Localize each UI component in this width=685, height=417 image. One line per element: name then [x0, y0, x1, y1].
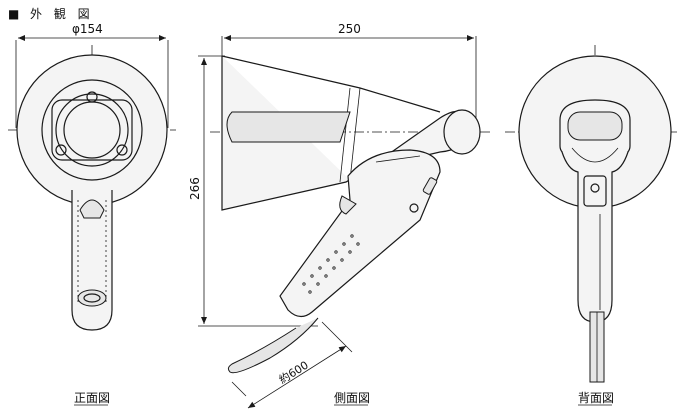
side-horn-seam: [339, 87, 351, 183]
strap-ext-top: [321, 321, 353, 353]
front-diameter-label: φ154: [72, 22, 103, 36]
strap-ext-bottom: [231, 381, 247, 397]
front-screw-right: [116, 144, 128, 156]
side-horn-seam-2: [349, 87, 361, 181]
side-switch: [422, 177, 438, 195]
front-strap-ring-hole: [83, 293, 101, 303]
side-grip-dots: [302, 234, 360, 294]
side-driver-pod: [226, 111, 351, 143]
front-strap-ring: [77, 289, 107, 307]
side-button: [409, 203, 419, 213]
back-view: [505, 45, 680, 383]
back-lock-icon: [590, 183, 600, 193]
view-label-back: 背面図: [578, 391, 614, 405]
side-handle-ridge: [375, 155, 421, 163]
side-view: 250 266: [188, 22, 492, 409]
front-driver-housing: [51, 99, 133, 161]
back-battery-window: [583, 175, 607, 207]
side-width-label: 250: [338, 22, 361, 36]
side-height-label: 266: [188, 177, 202, 200]
view-label-side: 側面図: [334, 391, 370, 405]
view-label-front: 正面図: [74, 391, 110, 405]
side-trigger: [339, 195, 357, 215]
front-driver-ring: [55, 93, 129, 167]
front-view: φ154: [8, 22, 176, 331]
front-trigger: [79, 199, 105, 219]
header-bullet: ■: [8, 7, 19, 21]
header-title: 外 観 図: [30, 7, 94, 21]
strap-length-label: 約600: [276, 358, 311, 387]
strap-length-dim-line: [247, 345, 347, 409]
back-handle-collar: [571, 147, 619, 163]
side-handle: [279, 149, 441, 318]
front-bell-inner: [41, 79, 143, 181]
side-rear-cap: [443, 109, 481, 155]
front-screw-left: [55, 144, 67, 156]
front-screw-top: [86, 91, 98, 103]
front-driver-cap: [63, 101, 121, 159]
back-cap-inner: [567, 111, 623, 141]
